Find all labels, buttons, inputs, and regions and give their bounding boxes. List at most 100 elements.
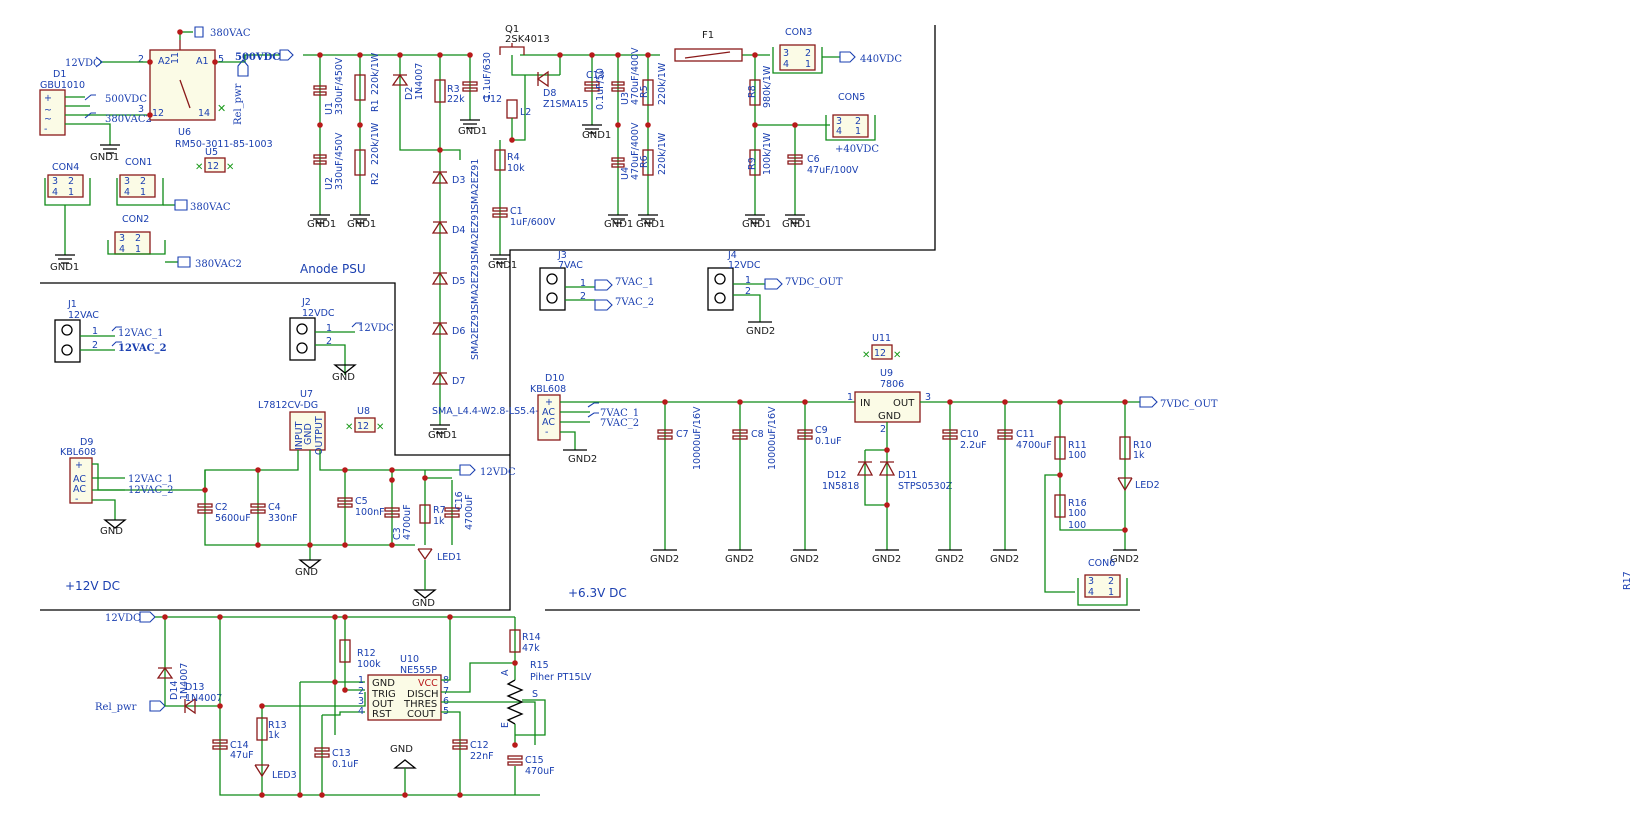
svg-text:2SK4013: 2SK4013 <box>505 34 550 45</box>
svg-text:J4: J4 <box>727 250 737 261</box>
svg-text:1k: 1k <box>1133 450 1145 461</box>
svg-text:R14: R14 <box>522 632 541 643</box>
svg-text:500VDC: 500VDC <box>105 94 147 105</box>
svg-text:1: 1 <box>580 278 586 289</box>
u6-ref: U6 <box>178 127 191 138</box>
fuse-f1 <box>674 48 743 62</box>
svg-text:✕: ✕ <box>195 162 203 173</box>
svg-text:11: 11 <box>170 52 181 64</box>
svg-text:47k: 47k <box>522 643 540 654</box>
svg-text:R1: R1 <box>370 99 381 112</box>
svg-text:THRES: THRES <box>403 699 437 710</box>
svg-text:OUT: OUT <box>372 699 394 710</box>
svg-text:980k/1W: 980k/1W <box>762 65 773 108</box>
svg-text:GND1: GND1 <box>428 430 457 441</box>
svg-text:47uF: 47uF <box>230 750 254 761</box>
svg-text:J1: J1 <box>67 299 77 310</box>
svg-text:D6: D6 <box>452 326 465 337</box>
section-label-6v3: +6.3V DC <box>568 586 627 600</box>
svg-text:GND2: GND2 <box>790 554 819 565</box>
svg-text:GND2: GND2 <box>725 554 754 565</box>
svg-text:0.1uF: 0.1uF <box>815 436 842 447</box>
svg-text:U8: U8 <box>357 406 370 417</box>
svg-text:Piher PT15LV: Piher PT15LV <box>530 672 592 683</box>
svg-text:U11: U11 <box>872 333 891 344</box>
svg-text:GND: GND <box>295 567 318 578</box>
regulator-u9 <box>854 391 921 423</box>
zener-chain: D3 D4 D5 D6 D7 SMA2EZ91 SMA2EZ91 SMA2EZ9… <box>431 159 553 417</box>
svg-text:1: 1 <box>68 187 74 198</box>
svg-text:3: 3 <box>783 48 789 59</box>
relay-u6 <box>149 49 216 121</box>
svg-text:SMA2EZ91: SMA2EZ91 <box>470 309 481 360</box>
svg-text:SMA2EZ91: SMA2EZ91 <box>470 159 481 210</box>
svg-text:2: 2 <box>880 424 886 435</box>
svg-text:1: 1 <box>1108 587 1114 598</box>
svg-text:✕: ✕ <box>376 422 384 433</box>
svg-text:1.1uF/630: 1.1uF/630 <box>482 52 493 100</box>
svg-text:SMA2EZ91: SMA2EZ91 <box>470 259 481 310</box>
svg-text:D2: D2 <box>404 87 415 100</box>
timer-u10 <box>367 674 442 721</box>
svg-text:1: 1 <box>745 275 751 286</box>
svg-text:380VAC2: 380VAC2 <box>105 114 152 125</box>
svg-text:GND2: GND2 <box>650 554 679 565</box>
svg-text:GND1: GND1 <box>582 130 611 141</box>
svg-text:U2: U2 <box>324 177 335 190</box>
svg-text:3: 3 <box>124 176 130 187</box>
svg-text:SMA_L4.4-W2.8-LS5.4-RD: SMA_L4.4-W2.8-LS5.4-RD <box>432 406 553 417</box>
svg-text:R8: R8 <box>747 85 758 98</box>
svg-text:D11: D11 <box>898 470 917 481</box>
svg-text:4: 4 <box>836 126 842 137</box>
svg-text:7VAC_1: 7VAC_1 <box>600 408 639 419</box>
svg-text:C3: C3 <box>392 527 403 540</box>
svg-text:220k/1W: 220k/1W <box>657 132 668 175</box>
svg-text:U4: U4 <box>620 167 631 180</box>
svg-text:10000uF/16V: 10000uF/16V <box>692 406 703 470</box>
svg-text:R11: R11 <box>1068 440 1087 451</box>
con5 <box>832 114 869 138</box>
svg-text:C9: C9 <box>815 425 828 436</box>
svg-text:D3: D3 <box>452 175 465 186</box>
svg-text:D12: D12 <box>827 470 846 481</box>
svg-text:U7: U7 <box>300 389 313 400</box>
svg-text:1: 1 <box>326 323 332 334</box>
svg-text:~: ~ <box>44 105 52 116</box>
r17-label: R17 <box>1622 571 1633 590</box>
svg-text:GND: GND <box>390 744 413 755</box>
svg-text:100: 100 <box>1068 520 1086 531</box>
plus-6v3-section: J3 7VAC 12 7VAC_1 7VAC_2 J4 12VDC 12 7VD… <box>530 250 1218 606</box>
svg-text:AC: AC <box>73 474 86 485</box>
regulator-u7 <box>289 411 326 451</box>
svg-text:12VAC_2: 12VAC_2 <box>118 343 167 354</box>
svg-text:CON6: CON6 <box>1088 558 1115 569</box>
svg-text:100k: 100k <box>357 659 381 670</box>
svg-text:✕: ✕ <box>862 350 870 361</box>
svg-text:4: 4 <box>358 706 364 717</box>
svg-text:AC: AC <box>542 417 555 428</box>
svg-text:R2: R2 <box>370 172 381 185</box>
svg-text:2: 2 <box>138 54 144 65</box>
svg-text:GND1: GND1 <box>636 219 665 230</box>
svg-text:10k: 10k <box>507 163 525 174</box>
svg-text:0.1uF: 0.1uF <box>332 759 359 770</box>
svg-text:R7: R7 <box>433 505 446 516</box>
svg-text:4700uF: 4700uF <box>1016 440 1052 451</box>
svg-text:OUTPUT: OUTPUT <box>314 416 325 455</box>
svg-text:GND2: GND2 <box>872 554 901 565</box>
svg-text:D8: D8 <box>543 88 556 99</box>
svg-text:J2: J2 <box>301 297 311 308</box>
svg-text:-: - <box>44 124 47 135</box>
svg-text:2: 2 <box>326 336 332 347</box>
svg-text:7806: 7806 <box>880 379 904 390</box>
svg-text:GND: GND <box>878 411 901 422</box>
svg-text:U10: U10 <box>400 654 419 665</box>
svg-text:CON1: CON1 <box>125 157 152 168</box>
net-380vac-top: 380VAC <box>210 28 251 39</box>
svg-text:12VDC: 12VDC <box>480 467 516 478</box>
svg-text:D13: D13 <box>185 682 204 693</box>
svg-text:D4: D4 <box>452 225 465 236</box>
svg-text:~: ~ <box>44 114 52 125</box>
svg-text:COUT: COUT <box>407 709 436 720</box>
